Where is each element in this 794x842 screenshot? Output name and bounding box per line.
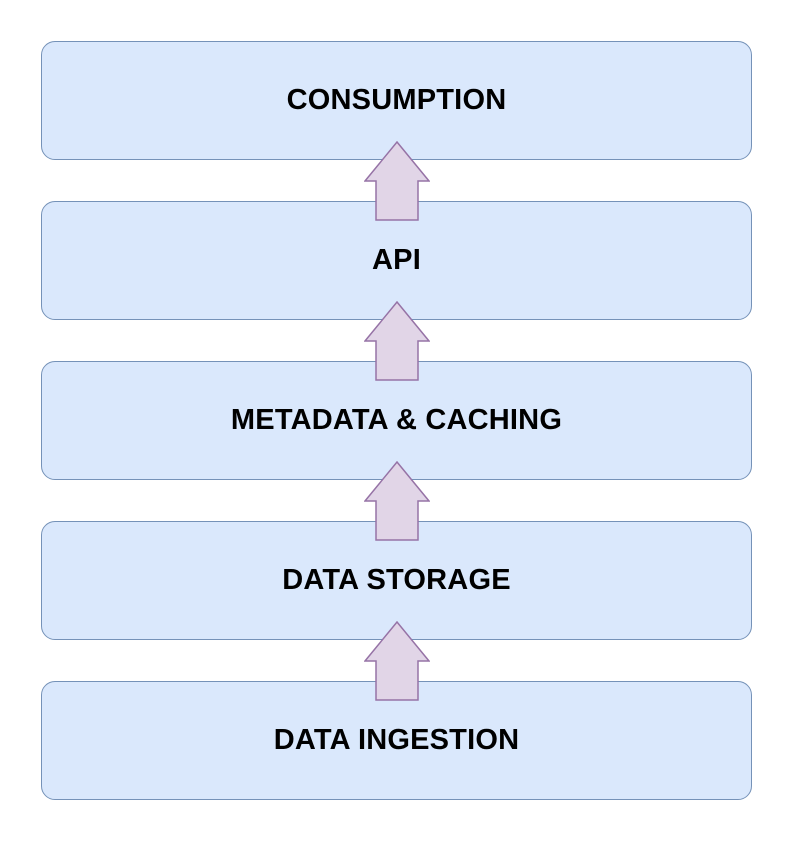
layer-label-data-storage: DATA STORAGE xyxy=(282,564,511,596)
layer-data-ingestion: DATA INGESTION xyxy=(41,681,752,800)
up-arrow-icon xyxy=(364,621,430,701)
layer-data-storage: DATA STORAGE xyxy=(41,521,752,640)
layer-label-api: API xyxy=(372,244,421,276)
layer-consumption: CONSUMPTION xyxy=(41,41,752,160)
up-arrow-icon xyxy=(364,461,430,541)
layer-label-metadata-caching: METADATA & CACHING xyxy=(230,404,563,436)
layer-label-data-ingestion: DATA INGESTION xyxy=(273,724,520,756)
layer-label-consumption: CONSUMPTION xyxy=(286,84,507,116)
up-arrow-icon xyxy=(364,141,430,221)
up-arrow-icon xyxy=(364,301,430,381)
layer-metadata-caching: METADATA & CACHING xyxy=(41,361,752,480)
